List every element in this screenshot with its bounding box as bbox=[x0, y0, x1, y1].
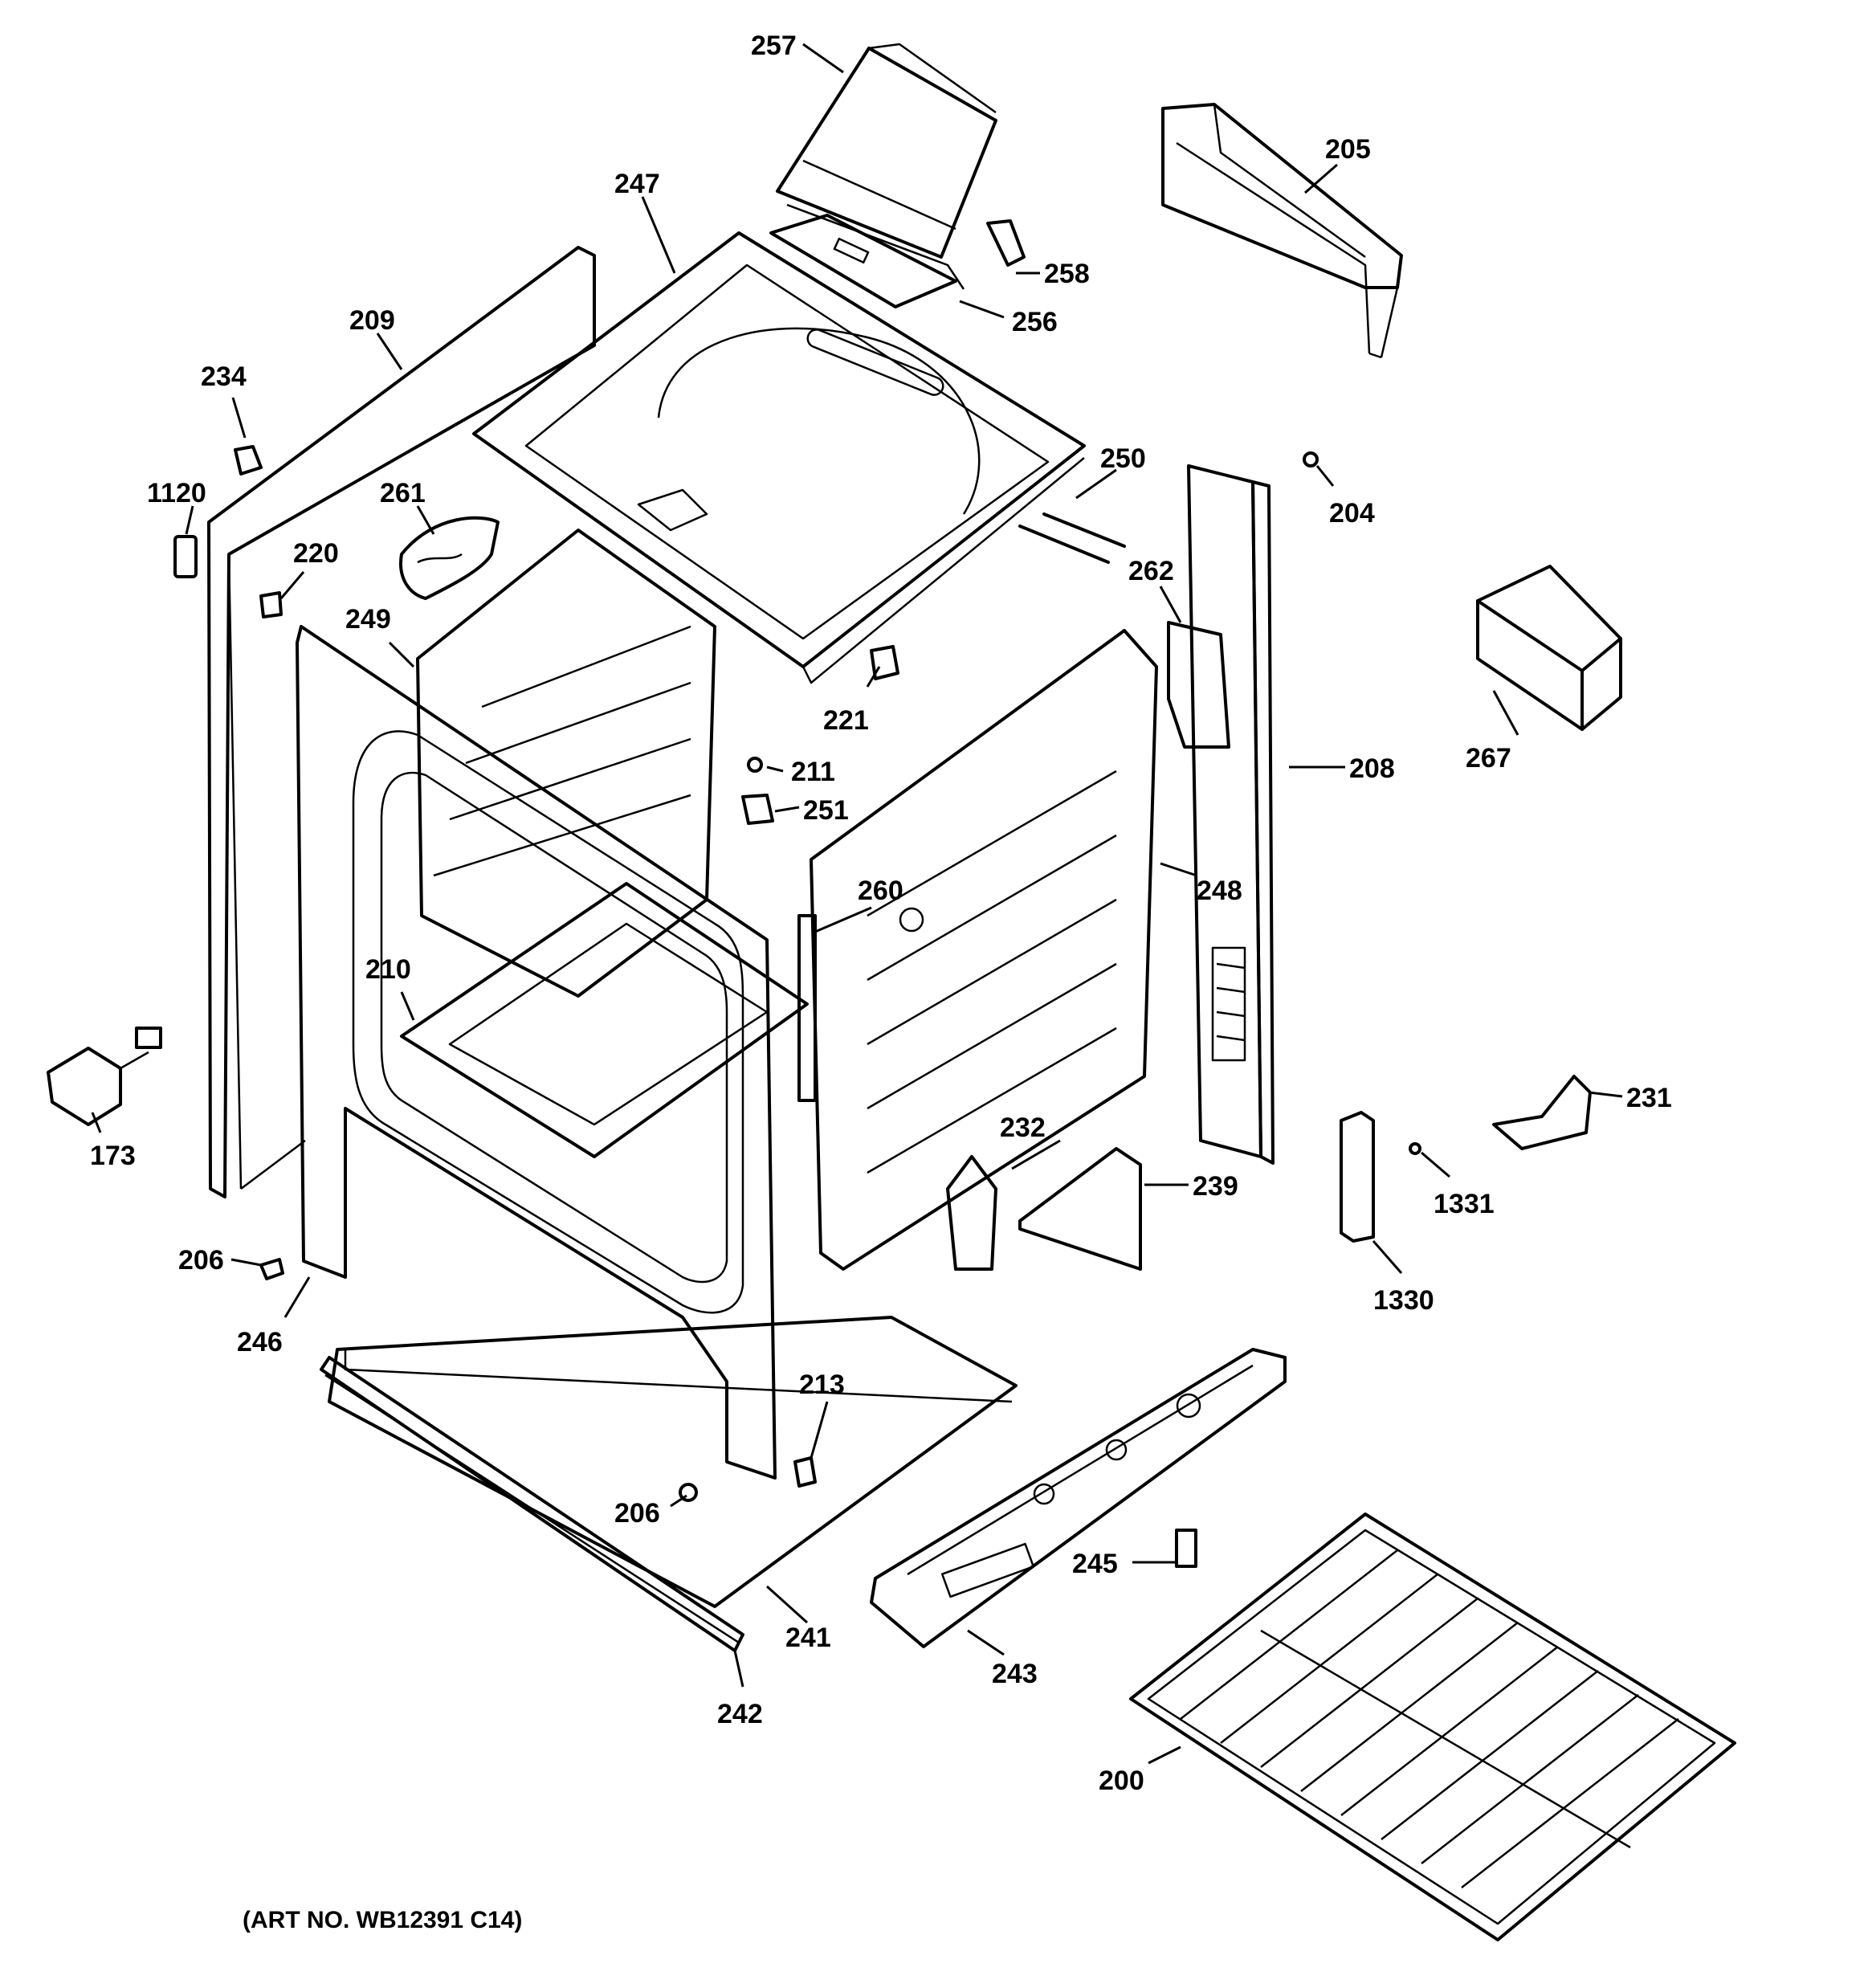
callout-173: 173 bbox=[90, 1141, 136, 1171]
part-234-clip bbox=[234, 445, 263, 476]
part-221-clip bbox=[870, 645, 899, 680]
callout-249: 249 bbox=[345, 604, 391, 635]
callout-1331: 1331 bbox=[1434, 1189, 1495, 1219]
part-267-box bbox=[1476, 565, 1622, 731]
leader-lines bbox=[91, 43, 1623, 1765]
part-205-back-guard bbox=[1161, 103, 1403, 359]
part-204-screw bbox=[1303, 451, 1319, 467]
part-261-insulation bbox=[399, 516, 500, 600]
callout-258: 258 bbox=[1044, 259, 1090, 289]
art-number: (ART NO. WB12391 C14) bbox=[243, 1907, 522, 1933]
callout-241: 241 bbox=[785, 1623, 831, 1653]
callout-1330: 1330 bbox=[1373, 1285, 1434, 1316]
callout-221: 221 bbox=[823, 705, 869, 736]
part-246-front-frame bbox=[296, 625, 777, 1480]
callout-251: 251 bbox=[803, 795, 849, 826]
callout-213: 213 bbox=[799, 1370, 845, 1400]
callout-206-b: 206 bbox=[614, 1498, 660, 1529]
part-239-bracket bbox=[1018, 1147, 1142, 1271]
callout-247: 247 bbox=[614, 169, 660, 199]
callout-246: 246 bbox=[237, 1327, 283, 1357]
callout-labels: 257 205 247 258 256 209 234 1120 261 220… bbox=[90, 31, 1672, 1796]
callout-234: 234 bbox=[201, 361, 247, 392]
callout-261: 261 bbox=[380, 478, 426, 508]
part-173-connector bbox=[47, 1027, 162, 1126]
part-262-insulation bbox=[1167, 621, 1230, 749]
part-210-oven-bottom bbox=[400, 882, 809, 1158]
part-220-clip bbox=[259, 591, 283, 618]
callout-243: 243 bbox=[992, 1659, 1038, 1689]
part-213-clip bbox=[793, 1456, 817, 1488]
callout-205: 205 bbox=[1325, 134, 1371, 165]
callout-209: 209 bbox=[349, 305, 395, 336]
part-257-rear-vent bbox=[776, 43, 997, 290]
part-250-gasket bbox=[1018, 512, 1126, 564]
callout-248: 248 bbox=[1197, 876, 1242, 906]
callout-239: 239 bbox=[1193, 1171, 1238, 1202]
part-251-bracket bbox=[741, 794, 774, 825]
part-231-bracket bbox=[1492, 1075, 1592, 1150]
callout-220: 220 bbox=[293, 538, 339, 569]
part-242-front-rail bbox=[320, 1356, 744, 1652]
part-1331-screw bbox=[1409, 1142, 1421, 1155]
part-258-clip bbox=[986, 219, 1026, 267]
part-206-screw-a bbox=[259, 1258, 284, 1280]
part-245-orifice bbox=[1175, 1529, 1197, 1568]
part-200-oven-rack bbox=[1129, 1512, 1736, 1941]
callout-206-a: 206 bbox=[178, 1245, 224, 1276]
callout-256: 256 bbox=[1012, 307, 1058, 337]
callout-200: 200 bbox=[1099, 1766, 1144, 1796]
callout-245: 245 bbox=[1072, 1549, 1118, 1579]
callout-242: 242 bbox=[717, 1699, 763, 1729]
part-241-base bbox=[328, 1316, 1018, 1608]
callout-262: 262 bbox=[1128, 556, 1174, 586]
part-208-side-trim bbox=[1187, 464, 1275, 1165]
callout-257: 257 bbox=[751, 31, 797, 61]
callout-232: 232 bbox=[1000, 1112, 1046, 1143]
callout-208: 208 bbox=[1349, 753, 1395, 784]
part-209-side-trim bbox=[207, 246, 596, 1198]
callout-210: 210 bbox=[365, 954, 411, 985]
part-256-vent-base bbox=[769, 214, 957, 308]
part-206-screw-b bbox=[679, 1483, 698, 1502]
callout-231: 231 bbox=[1626, 1083, 1672, 1113]
part-211-screw bbox=[747, 757, 763, 773]
callout-1120: 1120 bbox=[147, 478, 206, 508]
part-1120-bumper bbox=[173, 535, 198, 578]
callout-211: 211 bbox=[791, 757, 835, 787]
part-248-side-panel bbox=[810, 629, 1158, 1271]
part-243-burner bbox=[870, 1348, 1287, 1648]
callout-204: 204 bbox=[1329, 498, 1375, 529]
callout-250: 250 bbox=[1100, 443, 1146, 474]
part-247-top-panel bbox=[472, 231, 1086, 684]
part-1330-bracket bbox=[1340, 1111, 1375, 1243]
part-232-bracket bbox=[946, 1155, 997, 1271]
callout-260: 260 bbox=[858, 876, 903, 906]
callout-267: 267 bbox=[1466, 743, 1511, 774]
